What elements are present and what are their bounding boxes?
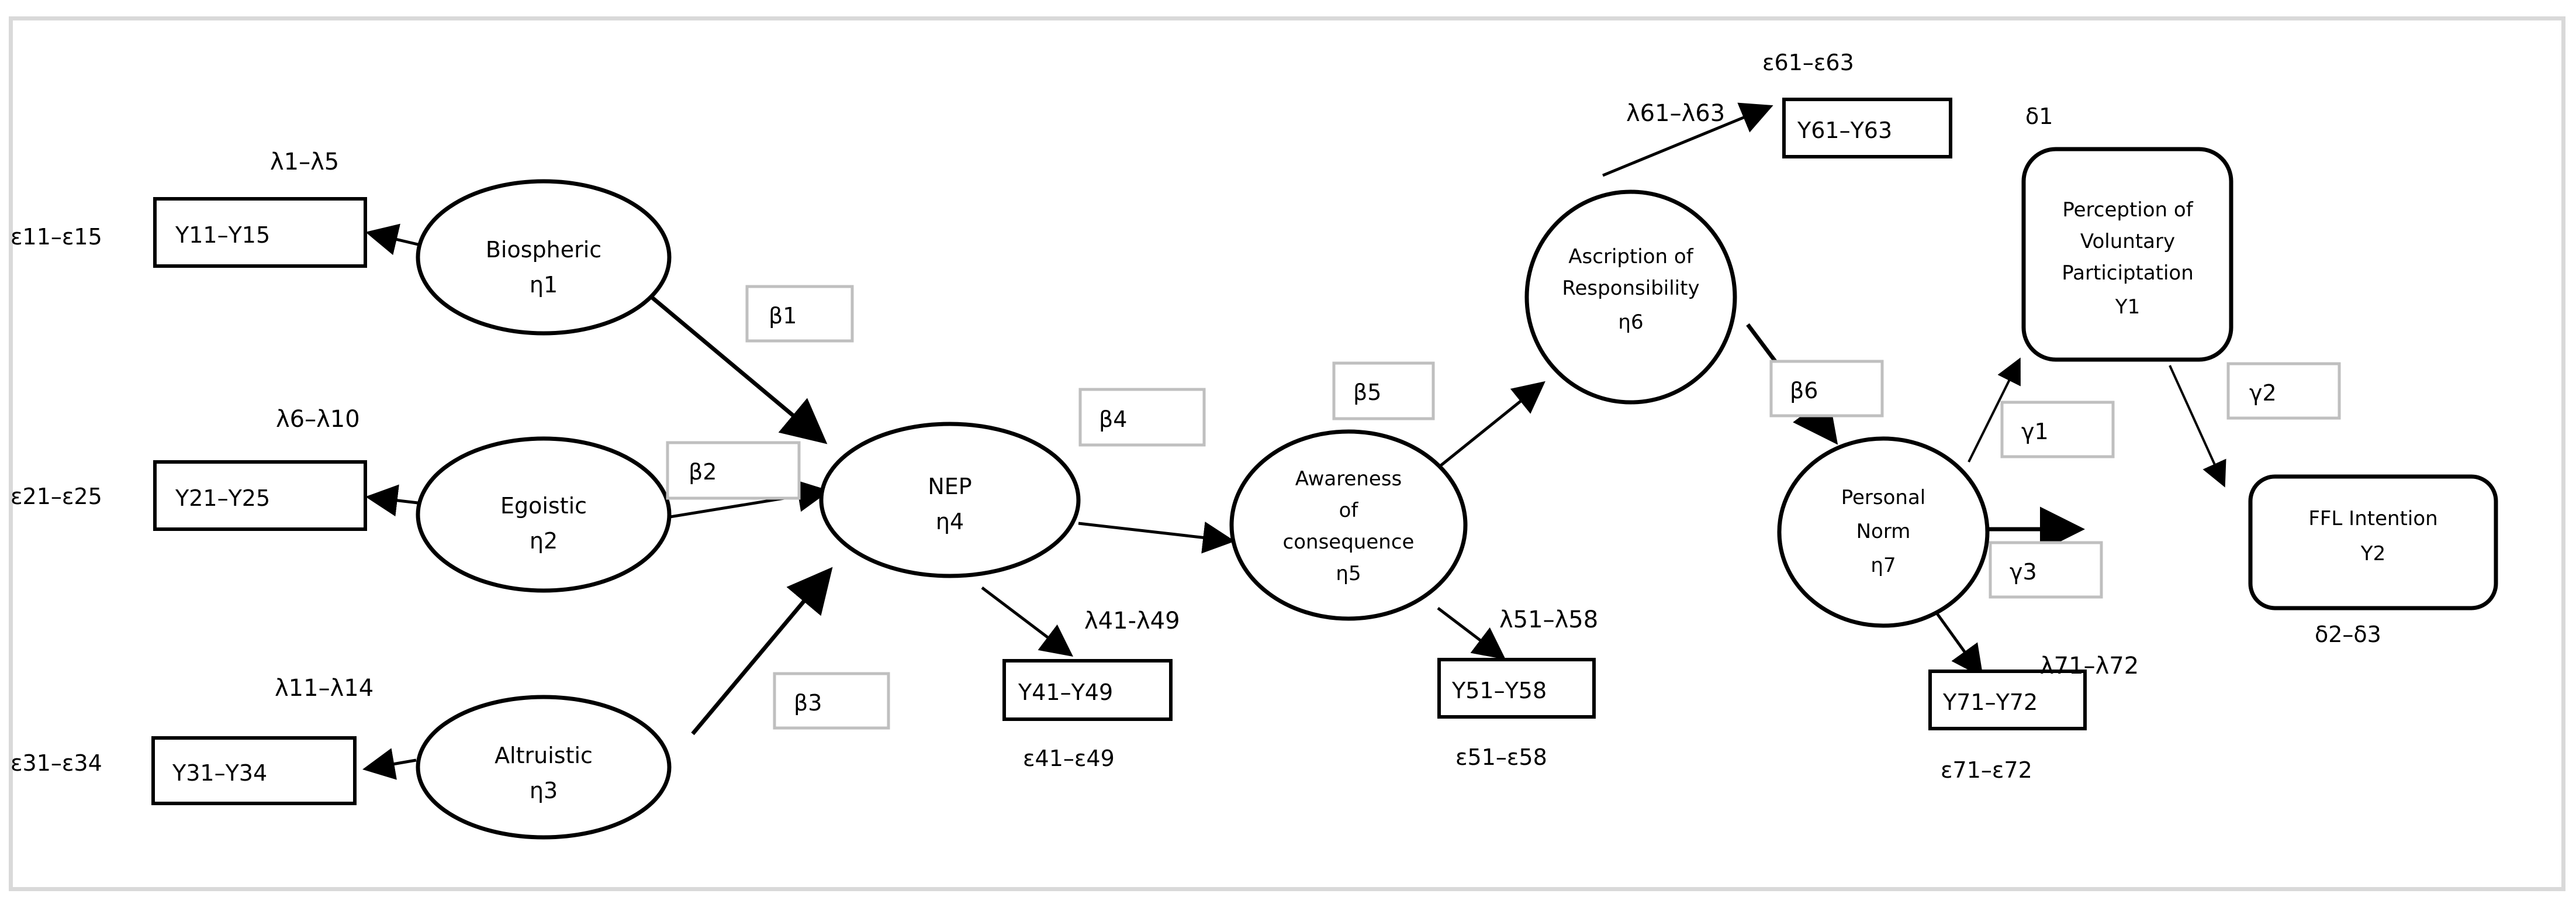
latent-node-eta4: NEP η4 <box>819 422 1081 578</box>
coef-label: β2 <box>689 459 717 485</box>
node-label-line2: η2 <box>530 528 558 554</box>
edge-eta3-to-eta4 <box>691 567 833 736</box>
indicator-y31-y34: Y31–Y34 <box>151 736 357 805</box>
edge-eta4-to-y41 <box>981 586 1073 657</box>
coef-label: γ3 <box>2010 559 2037 585</box>
node-label-line2: Norm <box>1856 520 1911 543</box>
coef-box-beta4: β4 <box>1078 388 1206 447</box>
loading-label-lambda61-63: λ61–λ63 <box>1626 100 1725 127</box>
node-label-line1: Ascription of <box>1568 245 1693 268</box>
indicator-label: Y41–Y49 <box>1018 679 1113 705</box>
indicator-label: Y51–Y58 <box>1451 678 1547 703</box>
node-label-line2: Voluntary <box>2080 230 2175 253</box>
node-label-line4: η5 <box>1336 562 1361 585</box>
node-label-line4: Y1 <box>2115 295 2140 319</box>
edge-eta5-to-eta6 <box>1437 381 1545 469</box>
indicator-y71-y72: Y71–Y72 <box>1928 670 2087 730</box>
coef-box-gamma2: γ2 <box>2226 362 2341 420</box>
coef-label: β3 <box>794 690 822 716</box>
coef-label: γ1 <box>2021 419 2049 444</box>
indicator-y51-y58: Y51–Y58 <box>1437 658 1596 719</box>
indicator-y41-y49: Y41–Y49 <box>1002 659 1173 721</box>
edge-eta5-to-y51 <box>1437 607 1506 660</box>
coef-label: β5 <box>1353 379 1381 405</box>
edge-eta7-to-y71 <box>1927 601 1983 678</box>
coef-box-beta1: β1 <box>745 285 854 343</box>
edge-eta7-to-y1 <box>1968 357 2021 463</box>
latent-node-eta5: Awareness of consequence η5 <box>1229 429 1468 621</box>
node-label-line1: Altruistic <box>495 743 593 768</box>
latent-node-eta7: Personal Norm η7 <box>1777 436 1990 628</box>
indicator-label: Y71–Y72 <box>1942 689 2038 715</box>
edge-eta6-to-y61 <box>1602 102 1773 177</box>
edge-eta1-to-y11 <box>365 223 419 256</box>
edge-eta3-to-y31 <box>362 748 417 780</box>
indicator-y21-y25: Y21–Y25 <box>153 460 367 531</box>
latent-node-eta1: Biospheric η1 <box>416 179 672 336</box>
coef-box-gamma1: γ1 <box>2000 401 2115 458</box>
error-label-delta2-3: δ2–δ3 <box>2315 622 2381 647</box>
edge-eta4-to-eta5 <box>1078 522 1235 554</box>
error-label-eps21-25: ε21–ε25 <box>11 484 102 509</box>
node-label-line2: of <box>1339 499 1359 522</box>
error-label-eps31-34: ε31–ε34 <box>11 750 102 776</box>
node-label-line2: Y2 <box>2360 542 2385 565</box>
loading-label-lambda71-72: λ71–λ72 <box>2040 653 2139 679</box>
latent-node-eta2: Egoistic η2 <box>416 436 672 593</box>
error-label-eps61-63: ε61–ε63 <box>1762 50 1854 75</box>
coef-label: β1 <box>769 303 797 329</box>
indicator-label: Y11–Y15 <box>175 222 270 248</box>
indicator-y61-y63: Y61–Y63 <box>1782 98 1952 158</box>
node-label-line3: η6 <box>1618 310 1643 334</box>
indicator-label: Y21–Y25 <box>175 485 270 511</box>
node-label-line1: Egoistic <box>500 493 587 519</box>
indicator-label: Y31–Y34 <box>172 760 267 786</box>
node-label-line2: η4 <box>936 509 964 534</box>
error-label-delta1: δ1 <box>2025 103 2053 129</box>
observed-node-y1: Perception of Voluntary Participtation Y… <box>2021 147 2233 362</box>
coef-label: γ2 <box>2249 380 2277 406</box>
loading-label-lambda11-14: λ11–λ14 <box>275 675 374 702</box>
edge-eta1-to-eta4 <box>644 291 828 444</box>
node-label-line2: η3 <box>530 778 558 803</box>
coef-label: β6 <box>1790 378 1818 403</box>
node-label-line1: NEP <box>928 474 971 499</box>
coef-box-gamma3: γ3 <box>1989 541 2103 599</box>
coef-box-beta6: β6 <box>1769 360 1884 418</box>
node-label-line1: Awareness <box>1295 467 1402 491</box>
error-label-eps41-49: ε41–ε49 <box>1023 746 1115 771</box>
error-label-eps51-58: ε51–ε58 <box>1455 744 1547 770</box>
node-label-line1: FFL Intention <box>2308 507 2437 530</box>
node-label-line3: η7 <box>1870 554 1896 577</box>
node-label-line2: Responsibility <box>1562 277 1699 300</box>
coef-label: β4 <box>1099 406 1127 432</box>
edge-y1-to-y2 <box>2169 365 2226 488</box>
indicator-y11-y15: Y11–Y15 <box>153 197 367 268</box>
node-label-line1: Personal <box>1841 486 1926 509</box>
node-label-line1: Biospheric <box>486 237 601 263</box>
indicator-label: Y61–Y63 <box>1797 118 1892 143</box>
edge-eta2-to-y21 <box>365 484 419 517</box>
coef-box-beta2: β2 <box>666 441 801 500</box>
loading-label-lambda41-49: λ41-λ49 <box>1084 608 1180 634</box>
loading-label-lambda51-58: λ51–λ58 <box>1499 606 1598 633</box>
error-label-eps11-15: ε11–ε15 <box>11 224 102 250</box>
error-label-eps71-72: ε71–ε72 <box>1941 757 2032 783</box>
observed-node-y2: FFL Intention Y2 <box>2248 474 2498 610</box>
coef-box-beta3: β3 <box>773 672 890 730</box>
latent-node-eta6: Ascription of Responsibility η6 <box>1524 189 1737 405</box>
node-label-line2: η1 <box>530 272 558 298</box>
loading-label-lambda6-10: λ6–λ10 <box>276 406 360 433</box>
latent-node-eta3: Altruistic η3 <box>416 695 672 840</box>
node-label-line1: Perception of <box>2062 198 2193 222</box>
node-label-line3: consequence <box>1283 530 1415 554</box>
node-label-line3: Participtation <box>2062 261 2194 285</box>
loading-label-lambda1-5: λ1–λ5 <box>270 149 339 175</box>
coef-box-beta5: β5 <box>1332 361 1435 420</box>
